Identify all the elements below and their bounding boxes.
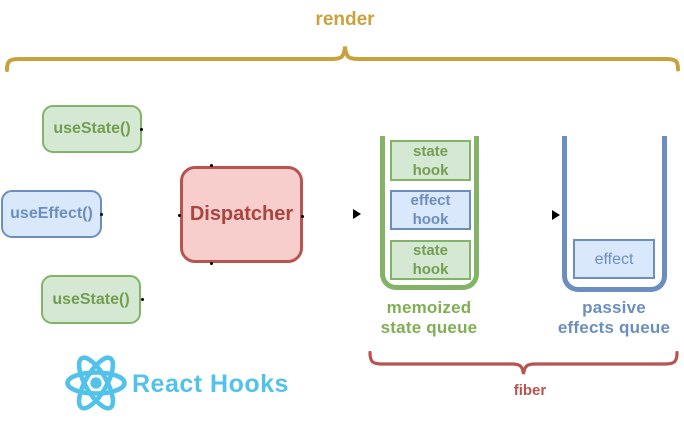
passive-effects-queue-caption: passive effects queue xyxy=(539,298,684,338)
watermark xyxy=(586,369,684,424)
connection-dot xyxy=(141,298,144,301)
memoized-caption-line2: state queue xyxy=(380,318,478,337)
use-effect-box: useEffect() xyxy=(1,190,102,238)
react-atom-icon xyxy=(65,355,127,411)
state-hook-item-2: state hook xyxy=(390,240,471,280)
passive-caption-line1: passive xyxy=(582,298,646,317)
connection-dot xyxy=(140,128,143,131)
connection-dot xyxy=(178,214,181,217)
dispatcher-box: Dispatcher xyxy=(180,166,303,263)
fiber-brace xyxy=(368,350,679,375)
connection-dot xyxy=(210,262,213,265)
arrowhead-to-passive-queue-icon xyxy=(552,210,560,220)
connection-dot xyxy=(100,213,103,216)
use-state-box-1: useState() xyxy=(42,105,142,153)
effect-hook-item: effect hook xyxy=(390,190,471,230)
render-brace xyxy=(5,46,680,72)
memoized-caption-line1: memoized xyxy=(386,298,472,317)
connection-dot xyxy=(210,164,213,167)
react-hooks-wordmark: React Hooks xyxy=(132,370,289,398)
connection-dot xyxy=(301,215,304,218)
fiber-label: fiber xyxy=(513,382,547,399)
render-label: render xyxy=(315,9,375,30)
passive-effects-queue-container xyxy=(562,136,667,292)
arrowhead-to-memoized-queue-icon xyxy=(353,209,361,219)
state-hook-item-1: state hook xyxy=(390,140,471,181)
passive-caption-line2: effects queue xyxy=(557,318,671,337)
effect-item: effect xyxy=(573,239,655,279)
memoized-state-queue-container xyxy=(380,136,479,290)
memoized-state-queue-caption: memoized state queue xyxy=(354,298,504,338)
use-state-box-2: useState() xyxy=(41,275,141,324)
